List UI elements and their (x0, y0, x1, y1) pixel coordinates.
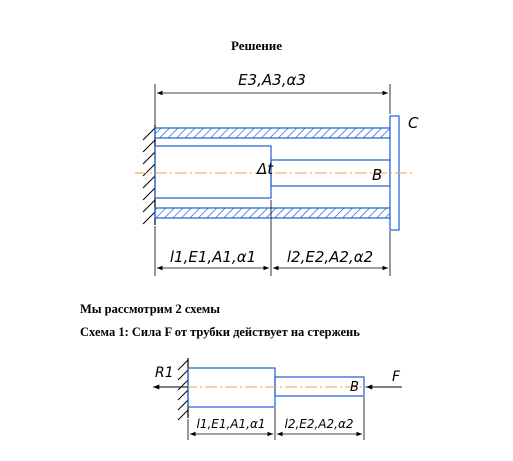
force-label: F (392, 369, 401, 385)
point-c-label: C (408, 114, 419, 132)
segment-2-dim-label-scheme: l2,E2,A2,α2 (284, 417, 353, 431)
point-b-label-2: B (350, 380, 359, 395)
gap-label: Δt (256, 160, 274, 178)
schemes-intro: Мы рассмотрим 2 схемы (80, 302, 221, 316)
wall-hatching (142, 127, 156, 225)
tube-bottom-wall (154, 207, 391, 219)
solution-heading: Решение (230, 38, 283, 53)
figure-1-assembly: E3,A3,α3 Δt B C l1,E1,A1,α1 l2,E2,A2,α2 (135, 71, 419, 276)
top-dimension-label: E3,A3,α3 (238, 71, 306, 89)
segment-1-dim-label-scheme: l1,E1,A1,α1 (196, 417, 265, 431)
reaction-label: R1 (155, 365, 174, 381)
tube-top-wall (154, 127, 391, 139)
rod-segment-1 (154, 145, 272, 199)
wall-hatching-2 (177, 359, 189, 421)
point-b-label: B (372, 166, 382, 184)
figure-2-scheme: R1 F B l1,E1,A1,α1 l2,E2,A2,α2 (153, 358, 402, 440)
segment-1-dim-label: l1,E1,A1,α1 (170, 248, 256, 266)
segment-2-dim-label: l2,E2,A2,α2 (287, 248, 373, 266)
scheme-1-heading: Схема 1: Сила F от трубки действует на с… (80, 325, 360, 339)
